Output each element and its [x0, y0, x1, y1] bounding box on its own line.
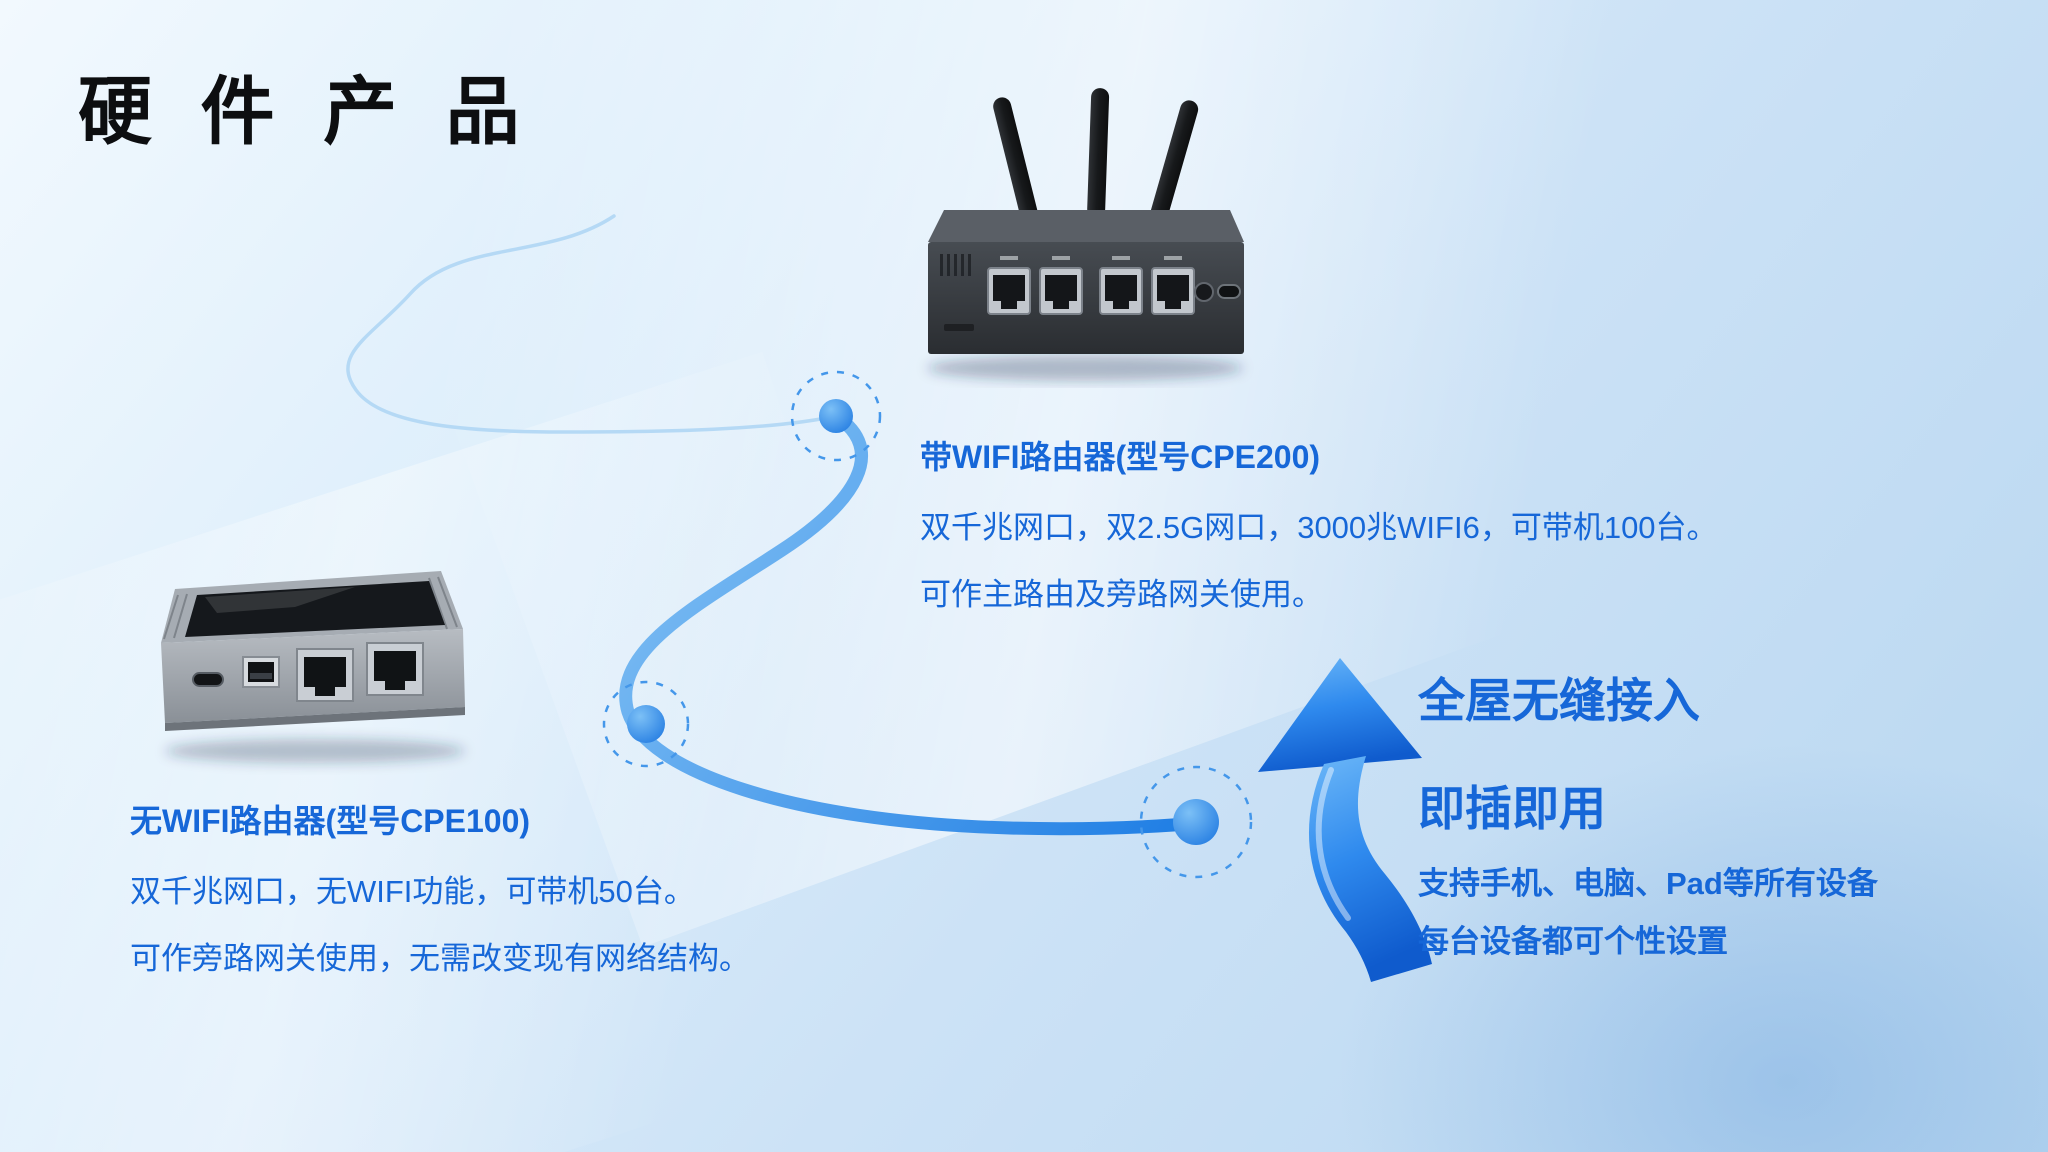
cpe100-name: 无WIFI路由器(型号CPE100) — [130, 803, 531, 839]
feature-detail-2: 每台设备都可个性设置 — [1418, 924, 1728, 959]
dashed-ring-3 — [1139, 765, 1253, 879]
cpe200-shadow — [927, 355, 1243, 381]
cpe200-desc-line2: 可作主路由及旁路网关使用。 — [920, 577, 1323, 612]
arrow-head — [1258, 658, 1422, 772]
cpe200-ethernet-ports — [987, 256, 1195, 315]
usb-c-port — [192, 672, 224, 687]
cpe100-desc-line1: 双千兆网口，无WIFI功能，可带机50台。 — [130, 874, 695, 909]
connection-node-1 — [819, 399, 853, 433]
page-title: 硬 件 产 品 — [78, 70, 534, 153]
antenna-right — [1150, 100, 1199, 223]
cpe200-desc-line1: 双千兆网口，双2.5G网口，3000兆WIFI6，可带机100台。 — [920, 510, 1718, 545]
antenna-left — [993, 97, 1038, 223]
feature-detail-1: 支持手机、电脑、Pad等所有设备 — [1418, 866, 1878, 901]
cpe100-text-block: 无WIFI路由器(型号CPE100) 双千兆网口，无WIFI功能，可带机50台。… — [130, 796, 890, 1000]
cpe200-router-image — [900, 78, 1270, 388]
cpe100-router-image — [145, 545, 490, 775]
ethernet-port — [296, 648, 354, 702]
cpe100-desc-line2: 可作旁路网关使用，无需改变现有网络结构。 — [130, 941, 750, 976]
cpe100-screen — [185, 581, 445, 637]
up-arrow-icon — [1258, 658, 1432, 982]
feature-headline-2: 即插即用 — [1418, 782, 1606, 835]
connection-node-2 — [627, 705, 665, 743]
usb-a-port — [242, 656, 280, 688]
cpe100-bottom-lip — [165, 707, 465, 731]
ethernet-port — [1151, 256, 1195, 315]
dashed-ring-1 — [790, 370, 882, 462]
usb-c-port — [1217, 284, 1241, 299]
cpe200-sim-slot — [944, 324, 974, 331]
ethernet-port — [1039, 256, 1083, 315]
connection-node-3 — [1173, 799, 1219, 845]
ethernet-port — [1099, 256, 1143, 315]
cpe200-name: 带WIFI路由器(型号CPE200) — [920, 439, 1321, 475]
cpe100-screen-glare — [205, 587, 355, 613]
cpe100-router-drawing — [161, 571, 465, 763]
antenna-middle — [1087, 88, 1110, 219]
cpe200-text-block: 带WIFI路由器(型号CPE200) 双千兆网口，双2.5G网口，3000兆WI… — [920, 432, 1820, 636]
cpe200-router-drawing — [927, 88, 1244, 381]
ethernet-port — [987, 256, 1031, 315]
arrow-tail — [1308, 756, 1432, 982]
cpe100-shadow — [165, 739, 465, 763]
curve-thin-segment — [346, 214, 838, 434]
reset-button — [1194, 282, 1214, 302]
dashed-ring-2 — [602, 680, 690, 768]
arrow-highlight — [1315, 767, 1351, 921]
cpe100-heatsink-fins — [163, 576, 458, 640]
feature-headline-1: 全屋无缝接入 — [1418, 674, 1700, 727]
cpe200-vent — [940, 254, 971, 276]
ethernet-port — [366, 642, 424, 696]
cpe200-top-face — [928, 210, 1244, 242]
